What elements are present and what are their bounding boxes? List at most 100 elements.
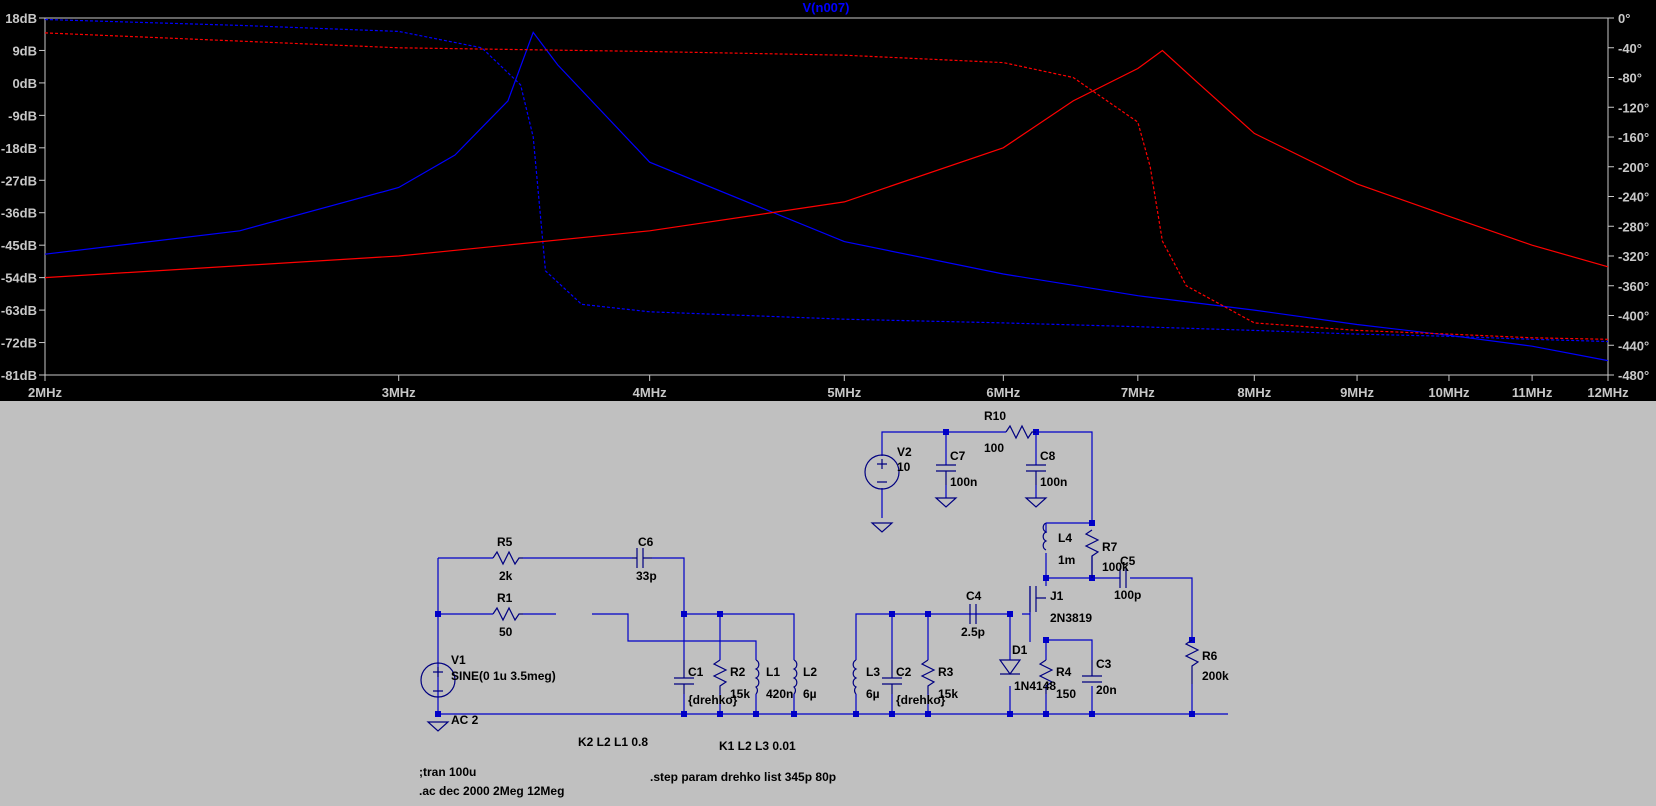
waveform-plot[interactable]: V(n007) 18dB9dB0dB-9dB-18dB-27dB-36dB-45… (0, 0, 1656, 401)
label-r3[interactable]: R3 (938, 665, 954, 679)
y-right-tick-label: -400° (1618, 309, 1649, 324)
label-c5[interactable]: C5 (1120, 554, 1136, 568)
x-tick-label: 2MHz (28, 385, 62, 400)
y-axis-right: 0°-40°-80°-120°-160°-200°-240°-280°-320°… (1608, 11, 1649, 383)
value-c2[interactable]: {drehko} (896, 693, 946, 707)
value-c3[interactable]: 20n (1096, 683, 1117, 697)
label-r6[interactable]: R6 (1202, 649, 1218, 663)
y-right-tick-label: -80° (1618, 71, 1642, 86)
value-l2[interactable]: 6µ (803, 687, 817, 701)
y-right-tick-label: -200° (1618, 160, 1649, 175)
value-r10[interactable]: 100 (984, 441, 1004, 455)
label-d1[interactable]: D1 (1012, 643, 1028, 657)
label-l2[interactable]: L2 (803, 665, 817, 679)
y-right-tick-label: -40° (1618, 41, 1642, 56)
directive-k2[interactable]: K2 L2 L1 0.8 (578, 735, 648, 749)
x-tick-label: 4MHz (633, 385, 667, 400)
trace-red-phase[interactable] (44, 32, 1609, 340)
label-l3[interactable]: L3 (866, 665, 880, 679)
trace-blue-phase[interactable] (44, 18, 1609, 343)
label-c3[interactable]: C3 (1096, 657, 1112, 671)
label-r4[interactable]: R4 (1056, 665, 1072, 679)
label-l4[interactable]: L4 (1058, 531, 1072, 545)
value-r6[interactable]: 200k (1202, 669, 1229, 683)
label-c2[interactable]: C2 (896, 665, 912, 679)
label-r1[interactable]: R1 (497, 591, 513, 605)
y-left-tick-label: -72dB (1, 336, 37, 351)
y-right-tick-label: -440° (1618, 338, 1649, 353)
y-left-tick-label: -27dB (1, 173, 37, 188)
directive-ac[interactable]: .ac dec 2000 2Meg 12Meg (419, 784, 564, 798)
value-l3[interactable]: 6µ (866, 687, 880, 701)
label-c1[interactable]: C1 (688, 665, 704, 679)
y-left-tick-label: -81dB (1, 368, 37, 383)
y-left-tick-label: 0dB (12, 76, 37, 91)
x-tick-label: 10MHz (1428, 385, 1470, 400)
traces (44, 18, 1609, 362)
directive-k1[interactable]: K1 L2 L3 0.01 (719, 739, 796, 753)
label-v2[interactable]: V2 (897, 445, 912, 459)
label-r10[interactable]: R10 (984, 409, 1006, 423)
value-r3[interactable]: 15k (938, 687, 958, 701)
label-l1[interactable]: L1 (766, 665, 780, 679)
label-c4[interactable]: C4 (966, 589, 982, 603)
value-r5[interactable]: 2k (499, 569, 513, 583)
value-v1[interactable]: SINE(0 1u 3.5meg) (451, 669, 556, 683)
schematic-canvas[interactable]: R5 2k C6 33p R1 50 V1 SINE(0 1u 3.5meg) … (0, 401, 1656, 806)
value-c6[interactable]: 33p (636, 569, 657, 583)
x-tick-label: 11MHz (1512, 385, 1553, 400)
label-r5[interactable]: R5 (497, 535, 513, 549)
directive-step[interactable]: .step param drehko list 345p 80p (650, 770, 836, 784)
y-axis-left: 18dB9dB0dB-9dB-18dB-27dB-36dB-45dB-54dB-… (1, 11, 45, 383)
value-v2[interactable]: 10 (897, 460, 911, 474)
directive-tran[interactable]: ;tran 100u (419, 765, 476, 779)
value-r1[interactable]: 50 (499, 625, 513, 639)
trace-red-magnitude[interactable] (44, 49, 1609, 279)
x-tick-label: 12MHz (1587, 385, 1629, 400)
y-right-tick-label: -320° (1618, 249, 1649, 264)
trace-blue-magnitude[interactable] (44, 31, 1609, 362)
y-right-tick-label: 0° (1618, 11, 1630, 26)
label-c7[interactable]: C7 (950, 449, 966, 463)
label-c8[interactable]: C8 (1040, 449, 1056, 463)
y-right-tick-label: -480° (1618, 368, 1649, 383)
label-r7[interactable]: R7 (1102, 540, 1118, 554)
y-right-tick-label: -240° (1618, 190, 1649, 205)
component-labels: R5 2k C6 33p R1 50 V1 SINE(0 1u 3.5meg) … (451, 409, 1229, 727)
value-r4[interactable]: 150 (1056, 687, 1076, 701)
value-c5[interactable]: 100p (1114, 588, 1141, 602)
value-j1[interactable]: 2N3819 (1050, 611, 1092, 625)
x-tick-label: 3MHz (382, 385, 416, 400)
plot-frame (44, 17, 1609, 376)
y-left-tick-label: -36dB (1, 206, 37, 221)
label-c6[interactable]: C6 (638, 535, 654, 549)
value-d1[interactable]: 1N4148 (1014, 679, 1056, 693)
label-r2[interactable]: R2 (730, 665, 746, 679)
value-r2[interactable]: 15k (730, 687, 750, 701)
y-right-tick-label: -360° (1618, 279, 1649, 294)
y-left-tick-label: 9dB (12, 43, 37, 58)
component-symbols (420, 424, 1200, 732)
y-left-tick-label: 18dB (5, 11, 37, 26)
value-c4[interactable]: 2.5p (961, 625, 985, 639)
value-c8[interactable]: 100n (1040, 475, 1067, 489)
y-right-tick-label: -280° (1618, 219, 1649, 234)
label-j1[interactable]: J1 (1050, 589, 1064, 603)
y-right-tick-label: -120° (1618, 100, 1649, 115)
x-tick-label: 6MHz (986, 385, 1020, 400)
value-l4[interactable]: 1m (1058, 553, 1075, 567)
value-v1-ac[interactable]: AC 2 (451, 713, 479, 727)
value-r7[interactable]: 100k (1102, 560, 1129, 574)
x-tick-label: 8MHz (1237, 385, 1271, 400)
label-v1[interactable]: V1 (451, 653, 466, 667)
value-l1[interactable]: 420n (766, 687, 793, 701)
y-left-tick-label: -18dB (1, 141, 37, 156)
y-left-tick-label: -54dB (1, 271, 37, 286)
value-c1[interactable]: {drehko} (688, 693, 738, 707)
schematic-pane[interactable]: R5 2k C6 33p R1 50 V1 SINE(0 1u 3.5meg) … (0, 401, 1656, 806)
y-left-tick-label: -63dB (1, 303, 37, 318)
plot-title[interactable]: V(n007) (803, 0, 850, 15)
value-c7[interactable]: 100n (950, 475, 977, 489)
